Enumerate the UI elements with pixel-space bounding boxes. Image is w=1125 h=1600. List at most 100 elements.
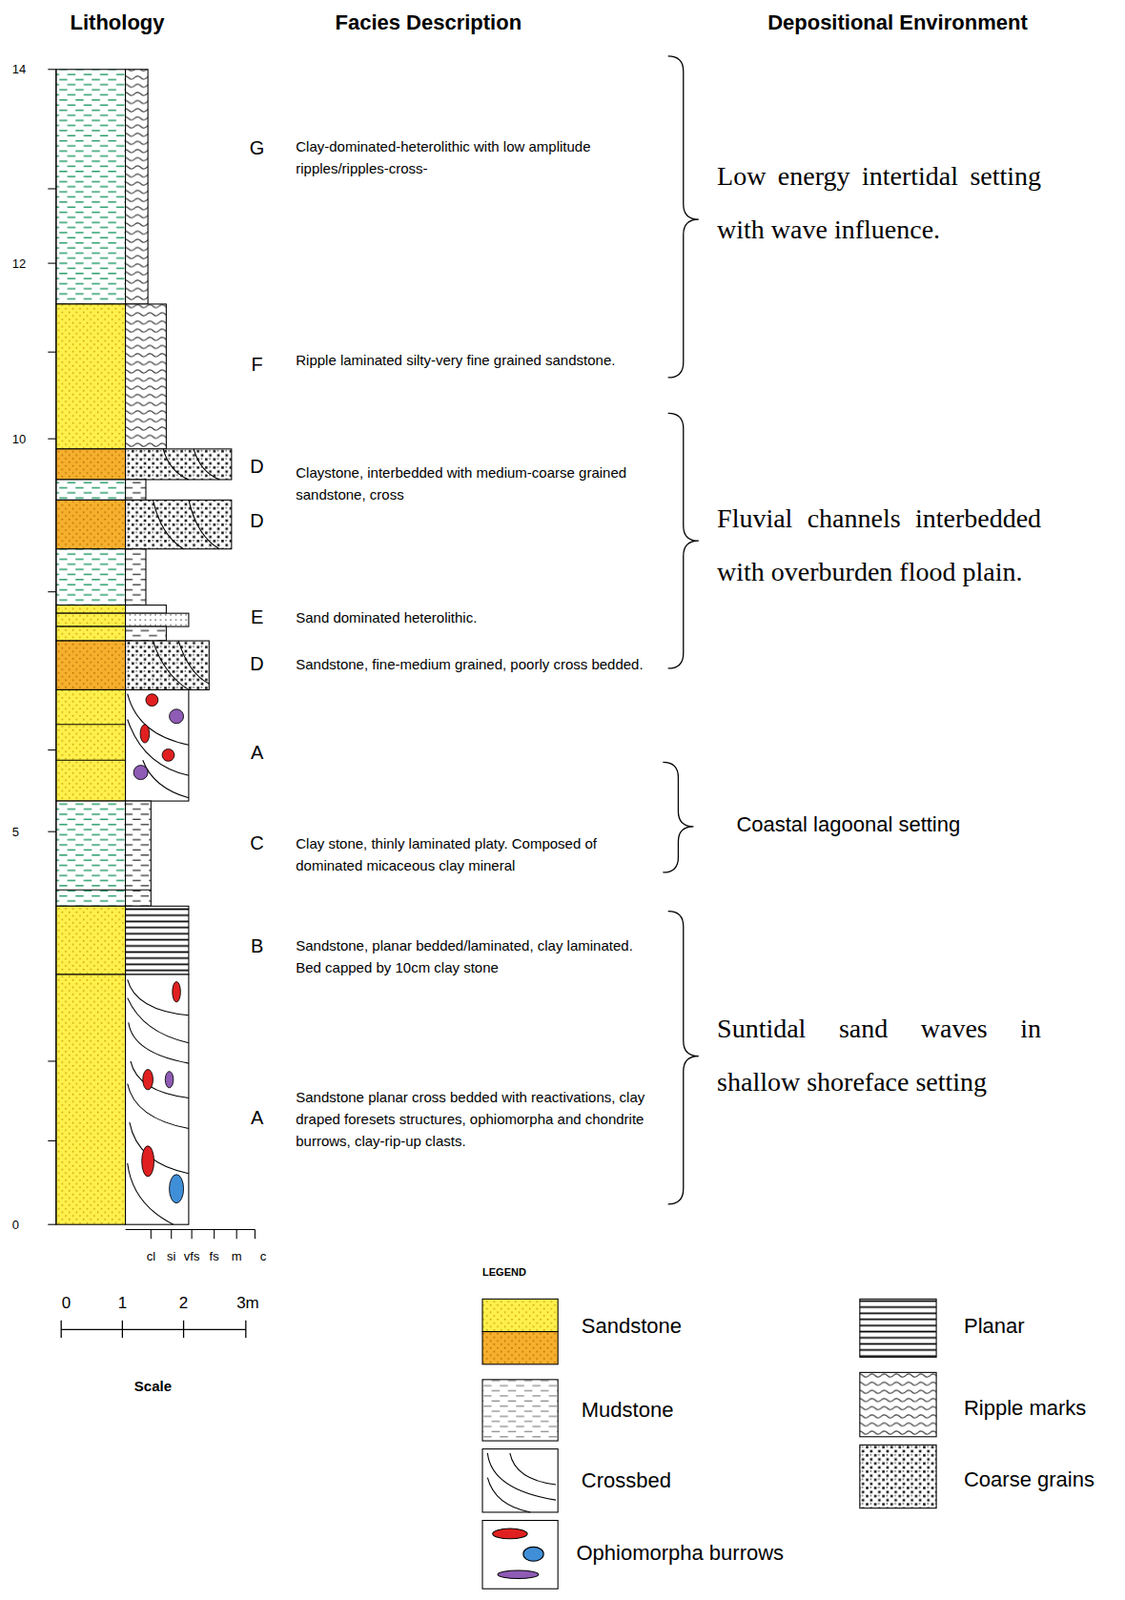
- log-graphic: [56, 605, 126, 614]
- log-graphic: [140, 724, 150, 743]
- log-graphic: [56, 499, 126, 549]
- facies-letter: A: [250, 1105, 264, 1129]
- column-heading: Lithology: [70, 10, 165, 36]
- log-graphic: [213, 1229, 215, 1240]
- log-graphic: [125, 905, 189, 975]
- log-graphic: [122, 1320, 123, 1338]
- log-graphic: [125, 1228, 256, 1230]
- log-graphic: [487, 1477, 531, 1513]
- scale-bar: [61, 1320, 246, 1338]
- facies-description: Clay-dominated-heterolithic with low amp…: [295, 135, 658, 180]
- depth-axis: [47, 69, 57, 1225]
- log-graphic: [56, 759, 126, 761]
- log-graphic: [497, 1570, 539, 1579]
- grain-size-label: m: [231, 1248, 243, 1265]
- log-graphic: [129, 1122, 189, 1174]
- log-graphic: [668, 911, 699, 1205]
- log-graphic: [510, 1452, 556, 1485]
- legend-text: Ophiomorpha burrows: [575, 1540, 784, 1566]
- log-graphic: [523, 1546, 544, 1561]
- legend-text: Ripple marks: [963, 1395, 1086, 1421]
- log-graphic: [482, 1298, 558, 1331]
- log-graphic: [125, 449, 232, 480]
- log-graphic: [56, 613, 126, 627]
- grain-size-label: fs: [209, 1248, 220, 1265]
- grain-size-label: si: [166, 1248, 176, 1265]
- log-graphic: [61, 1329, 246, 1330]
- log-graphic: [254, 1229, 256, 1240]
- log-graphic: [142, 1145, 155, 1177]
- log-graphic: [56, 723, 126, 725]
- depth-number: 14: [12, 61, 26, 78]
- log-graphic: [56, 889, 151, 891]
- log-graphic: [55, 69, 57, 1225]
- log-graphic: [128, 1022, 189, 1064]
- log-graphic: [47, 591, 57, 593]
- log-graphic: [859, 1371, 937, 1436]
- log-graphic: [125, 549, 146, 606]
- log-graphic: [130, 1061, 189, 1099]
- log-graphic: [150, 1229, 152, 1240]
- legend-text: Sandstone: [581, 1313, 682, 1339]
- facies-letter: D: [249, 454, 264, 478]
- facies-description: Clay stone, thinly laminated platy. Comp…: [295, 832, 658, 877]
- log-graphic: [47, 351, 57, 353]
- log-graphic: [143, 759, 189, 798]
- crossbed-lines: [127, 449, 220, 1225]
- log-graphic: [236, 1229, 238, 1240]
- grain-size-label: c: [260, 1248, 267, 1265]
- log-graphic: [668, 56, 699, 378]
- environment-braces: [662, 56, 698, 1205]
- column-heading: Depositional Environment: [767, 10, 1028, 36]
- log-graphic: [143, 1069, 154, 1090]
- log-graphic: [56, 449, 126, 480]
- log-graphic: [482, 1449, 558, 1513]
- grain-size-label: vfs: [184, 1248, 201, 1265]
- legend-text: Mudstone: [581, 1397, 675, 1423]
- log-graphic: [125, 626, 167, 641]
- log-graphic: [164, 1071, 174, 1088]
- depth-number: 10: [12, 431, 26, 448]
- facies-letter: F: [250, 352, 263, 376]
- log-graphic: [47, 749, 57, 751]
- log-graphic: [56, 689, 126, 801]
- log-graphic: [47, 831, 57, 833]
- facies-description: Sand dominated heterolithic.: [295, 606, 658, 629]
- log-graphic: [169, 1174, 185, 1204]
- log-graphic: [162, 748, 175, 761]
- log-graphic: [152, 499, 184, 549]
- log-graphic: [183, 1320, 185, 1338]
- log-graphic: [245, 1320, 246, 1338]
- log-graphic: [47, 438, 57, 440]
- legend-text: Planar: [963, 1313, 1025, 1339]
- log-graphic: [668, 412, 699, 669]
- log-graphic: [482, 1331, 558, 1365]
- facies-letter: B: [250, 934, 264, 958]
- log-graphic: [127, 1084, 189, 1129]
- log-graphic: [859, 1444, 937, 1508]
- log-graphic: [125, 689, 189, 801]
- log-graphic: [56, 626, 126, 641]
- log-graphic: [188, 499, 220, 549]
- burrow-symbols: [133, 694, 184, 1204]
- log-graphic: [56, 800, 126, 906]
- log-graphic: [56, 905, 126, 975]
- log-graphic: [127, 979, 189, 1015]
- log-graphic: [133, 765, 148, 780]
- log-graphic: [125, 499, 232, 549]
- log-graphic: [125, 69, 149, 305]
- log-graphic: [125, 304, 167, 450]
- facies-description: Claystone, interbedded with medium-coars…: [295, 461, 658, 506]
- lithology-column: [56, 69, 232, 1225]
- log-graphic: [662, 761, 694, 873]
- log-graphic: [127, 998, 189, 1044]
- log-graphic: [125, 605, 167, 614]
- depth-number: 0: [12, 1217, 20, 1233]
- log-graphic: [56, 974, 126, 1225]
- facies-description: Sandstone, planar bedded/laminated, clay…: [295, 934, 658, 979]
- log-graphic: [47, 1140, 57, 1142]
- scale-number: 0: [61, 1293, 71, 1313]
- environment-label: Low energy intertidal setting with wave …: [716, 149, 1042, 257]
- log-graphic: [47, 1224, 57, 1226]
